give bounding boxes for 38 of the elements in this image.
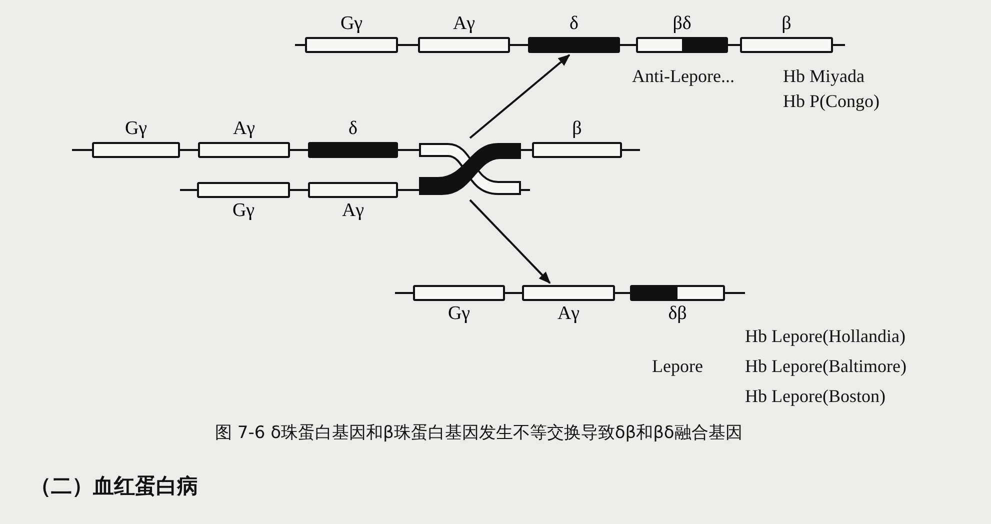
gene-segment [740, 13, 833, 53]
gene-label: β [571, 118, 583, 140]
variant-label: Hb Lepore(Hollandia) [745, 326, 906, 347]
variant-label: Hb Lepore(Baltimore) [745, 356, 906, 377]
gene-segment [308, 182, 398, 222]
gene-segment [413, 285, 505, 325]
gene-label: Gγ [446, 303, 472, 325]
gene-segment [636, 13, 728, 53]
figure-caption: 图 7-6 δ珠蛋白基因和β珠蛋白基因发生不等交换导致δβ和βδ融合基因 [215, 422, 742, 444]
gene-segment [305, 13, 398, 53]
gene-segment [92, 118, 180, 158]
arrow [469, 199, 551, 284]
gene-label: Gγ [231, 200, 256, 222]
gene-label: Aγ [452, 13, 476, 35]
gene-label: βδ [672, 13, 692, 35]
gene-label: δβ [667, 303, 688, 325]
gene-label: δ [568, 13, 580, 35]
variant-label: Hb Lepore(Boston) [745, 386, 886, 407]
gene-segment [532, 118, 622, 158]
variant-label: Hb Miyada [783, 66, 864, 87]
gene-label: Aγ [232, 118, 256, 140]
gene-label: Gγ [124, 118, 148, 140]
variant-label: Anti-Lepore... [632, 66, 734, 87]
gene-segment [630, 285, 725, 325]
gene-label: Aγ [340, 200, 366, 222]
section-heading: （二）血红蛋白病 [30, 473, 198, 500]
crossover-drawing [418, 140, 522, 198]
gene-segment [522, 285, 615, 325]
arrow [469, 54, 570, 139]
variant-label: Hb P(Congo) [783, 91, 880, 112]
gene-label: δ [348, 118, 358, 140]
gene-label: Gγ [339, 13, 364, 35]
variant-label: Lepore [652, 356, 703, 377]
gene-label: β [780, 13, 792, 35]
gene-segment [528, 13, 620, 53]
gene-segment [308, 118, 398, 158]
gene-segment [197, 182, 290, 222]
gene-label: Aγ [556, 303, 581, 325]
